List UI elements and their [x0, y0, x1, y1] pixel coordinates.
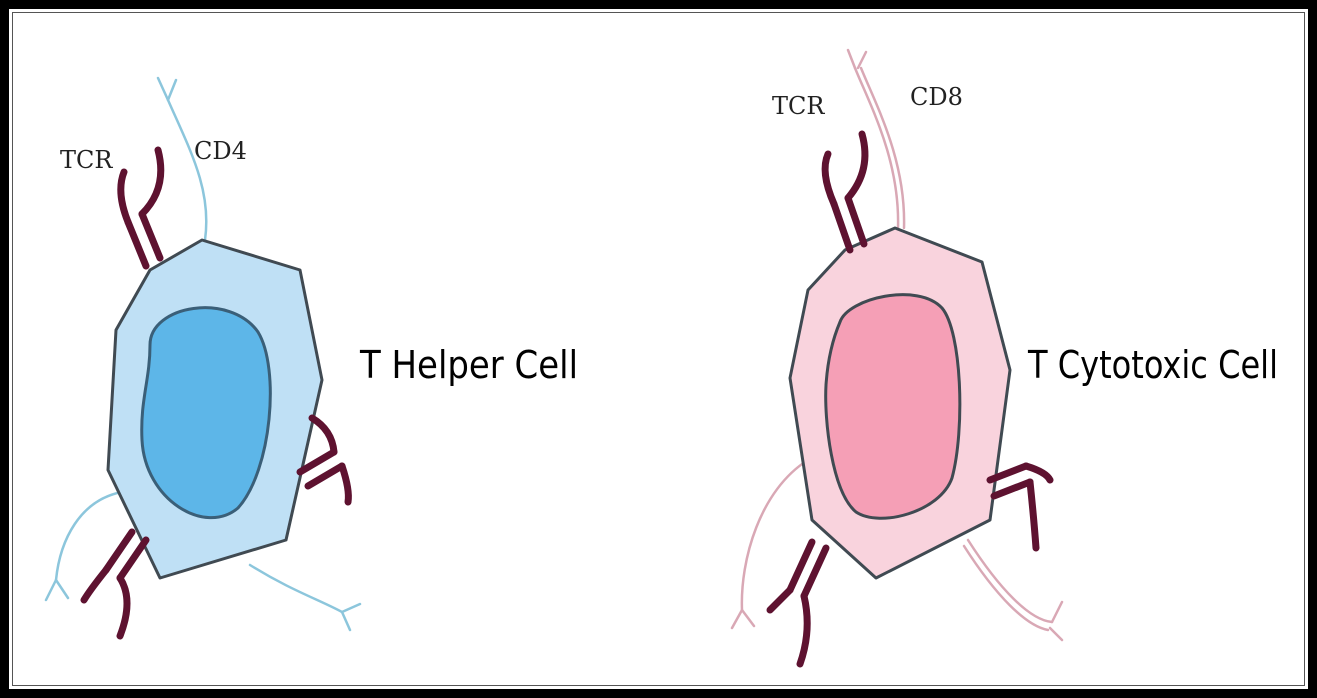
t-cytotoxic-nucleus	[826, 295, 960, 519]
cd4-label: CD4	[194, 137, 247, 165]
t-helper-cell: TCR CD4	[46, 78, 360, 636]
t-helper-nucleus	[142, 308, 271, 518]
t-cytotoxic-cell: TCR CD8	[732, 50, 1062, 664]
tcr-label-cytotoxic: TCR	[772, 92, 825, 120]
cd8-label: CD8	[910, 83, 963, 111]
tcr-label-helper: TCR	[60, 146, 113, 174]
t-cytotoxic-cell-title: T Cytotoxic Cell	[1027, 343, 1278, 387]
t-helper-cell-title: T Helper Cell	[359, 343, 578, 387]
